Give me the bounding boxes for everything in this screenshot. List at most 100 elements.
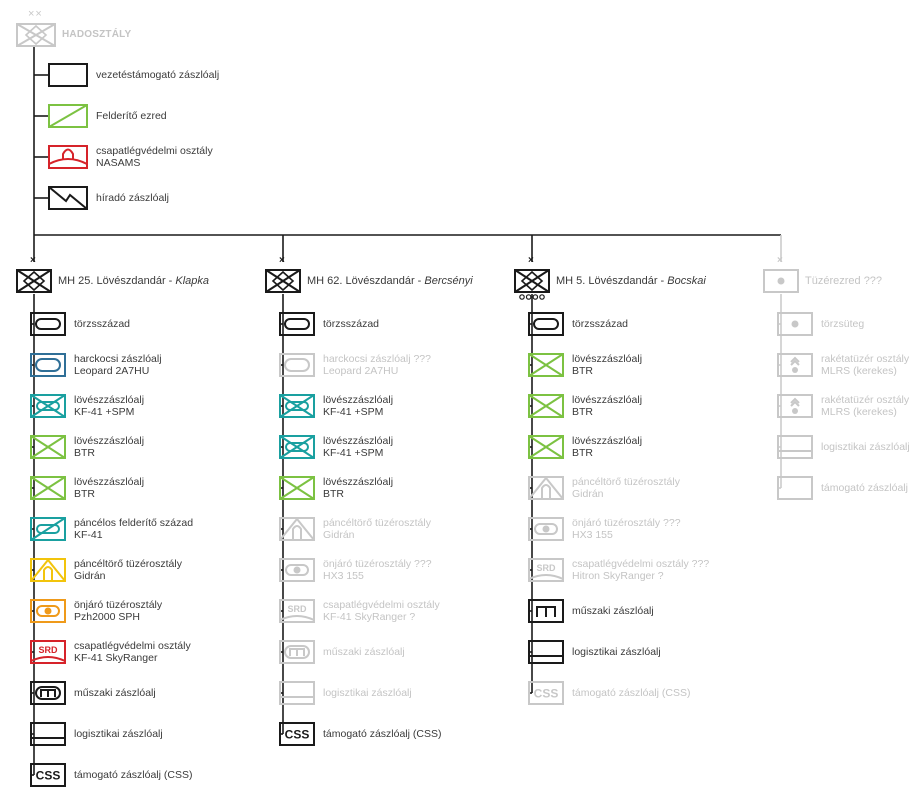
unit-label: műszaki zászlóalj [323, 637, 405, 667]
unit-equipment: Gidrán [572, 488, 604, 500]
unit-name: híradó zászlóalj [96, 192, 169, 204]
unit-equipment: BTR [572, 406, 593, 418]
unit-equipment: Leopard 2A7HU [74, 365, 150, 377]
unit-name: törzsszázad [323, 318, 380, 330]
unit-label: logisztikai zászlóalj [821, 432, 910, 462]
unit-equipment: Pzh2000 SPH [74, 611, 140, 623]
unit-label: műszaki zászlóalj [74, 678, 156, 708]
brigade-name: MH 62. Lövészdandár - [307, 275, 425, 287]
unit-equipment: MLRS (kerekes) [821, 406, 897, 418]
unit-equipment: HX3 155 [323, 570, 364, 582]
unit-name: csapatlégvédelmi osztály [323, 599, 440, 611]
brigade-name: Tüzérezred ??? [805, 275, 883, 287]
unit-name: harckocsi zászlóalj ??? [323, 353, 431, 365]
svg-text:CSS: CSS [285, 728, 310, 742]
unit-name: támogató zászlóalj [821, 482, 908, 494]
unit-name: Felderítő ezred [96, 110, 167, 122]
brigade-5-hq-icon [514, 269, 550, 300]
signal-icon [48, 186, 88, 210]
unit-name: támogató zászlóalj (CSS) [572, 687, 691, 699]
unit-label: támogató zászlóalj (CSS) [572, 678, 690, 708]
unit-label: logisztikai zászlóalj [74, 719, 163, 749]
rocket-artillery-icon [777, 353, 813, 377]
unit-name: logisztikai zászlóalj [74, 728, 163, 740]
unit-equipment: BTR [74, 447, 95, 459]
unit-equipment: Gidrán [74, 570, 106, 582]
division-hq-icon [16, 23, 56, 47]
unit-label: törzsszázad [323, 309, 379, 339]
brigade-title: Tüzérezred ??? [805, 266, 882, 296]
brigade-name: MH 5. Lövészdandár - [556, 275, 668, 287]
unit-name: önjáró tüzérosztály ??? [323, 558, 432, 570]
wheeled-infantry-icon [30, 476, 66, 500]
unit-label: támogató zászlóalj (CSS) [74, 760, 192, 790]
unit-label: logisztikai zászlóalj [323, 678, 412, 708]
division-label: HADOSZTÁLY [62, 29, 132, 40]
srd-icon: SRD [30, 640, 66, 664]
unit-equipment: MLRS (kerekes) [821, 365, 897, 377]
unit-label: törzsszázad [74, 309, 130, 339]
brigade-echelon-marker: × [279, 255, 285, 266]
unit-equipment: BTR [323, 488, 344, 500]
unit-name: páncélos felderítő század [74, 517, 194, 529]
unit-name: lövészzászlóalj [572, 394, 643, 406]
unit-equipment: KF-41 [74, 529, 103, 541]
unit-equipment: KF-41 +SPM [323, 406, 384, 418]
svg-text:CSS: CSS [36, 769, 61, 783]
unit-name: páncéltörő tüzérosztály [572, 476, 680, 488]
unit-label: törzsüteg [821, 309, 864, 339]
unit-name: lövészzászlóalj [323, 476, 394, 488]
air-defense-icon [48, 145, 88, 169]
unit-name: lövészzászlóalj [74, 394, 145, 406]
unit-name: lövészzászlóalj [323, 394, 394, 406]
logistics-icon [528, 640, 564, 664]
recon-icon [48, 104, 88, 128]
sp-artillery-icon [30, 599, 66, 623]
brigade-title: MH 5. Lövészdandár - Bocskai [556, 266, 706, 296]
unit-name: vezetéstámogató zászlóalj [96, 69, 220, 81]
unit-name: törzsüteg [821, 318, 865, 330]
unit-name: lövészzászlóalj [74, 435, 145, 447]
unit-label: híradó zászlóalj [96, 183, 169, 213]
brigade-62-hq-icon [265, 269, 301, 293]
unit-name: rakétatüzér osztály [821, 394, 910, 406]
unit-equipment: HX3 155 [572, 529, 613, 541]
brigade-title: MH 25. Lövészdandár - Klapka [58, 266, 209, 296]
unit-label: támogató zászlóalj [821, 473, 908, 503]
logistics-icon [777, 435, 813, 459]
unit-label: önjáró tüzérosztály ???HX3 155 [572, 514, 681, 544]
unit-label: harckocsi zászlóalj ???Leopard 2A7HU [323, 350, 431, 380]
unit-name: törzsszázad [74, 318, 131, 330]
unit-name: önjáró tüzérosztály ??? [572, 517, 681, 529]
unit-equipment: KF-41 SkyRanger [74, 652, 158, 664]
unit-name: csapatlégvédelmi osztály ??? [572, 558, 710, 570]
division-echelon-marker: ×× [28, 8, 43, 20]
brigade-nickname: Klapka [175, 275, 210, 287]
unit-name: lövészzászlóalj [74, 476, 145, 488]
unit-equipment: Hitron SkyRanger ? [572, 570, 664, 582]
brigade-name: MH 25. Lövészdandár - [58, 275, 176, 287]
brigade-title: MH 62. Lövészdandár - Bercsényi [307, 266, 473, 296]
brigade-nickname: Bocskai [667, 275, 706, 287]
hq-company-icon [279, 312, 315, 336]
css-icon: CSS [30, 763, 66, 787]
hq-company-icon [30, 312, 66, 336]
tank-icon [30, 353, 66, 377]
unit-name: logisztikai zászlóalj [572, 646, 661, 658]
tank-icon [279, 353, 315, 377]
unit-equipment: NASAMS [96, 157, 141, 169]
unit-name: logisztikai zászlóalj [821, 441, 910, 453]
plain-icon [777, 476, 813, 500]
unit-name: lövészzászlóalj [323, 435, 394, 447]
unit-label: támogató zászlóalj (CSS) [323, 719, 441, 749]
sp-artillery-icon [528, 517, 564, 541]
